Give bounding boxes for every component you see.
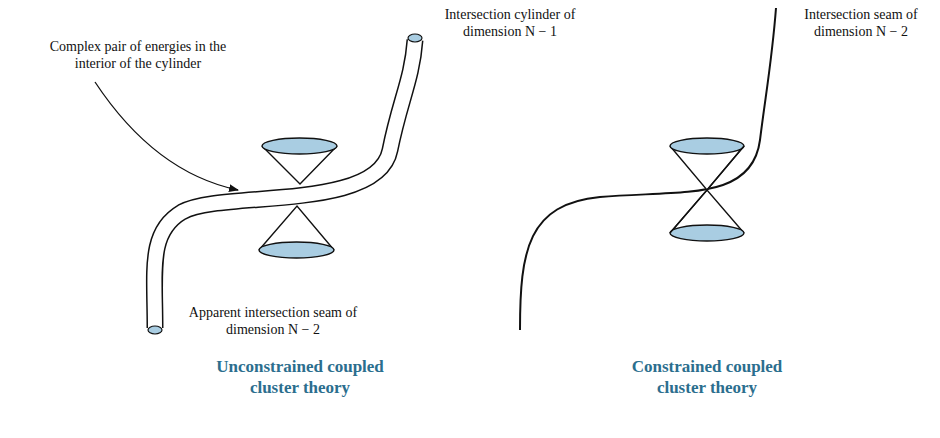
- annotation: Intersection seam of dimension N − 2: [786, 6, 936, 40]
- annotation: Apparent intersection seam of dimension …: [168, 304, 378, 338]
- panel-title: Unconstrained coupled cluster theory: [200, 356, 400, 398]
- panel-title: Constrained coupled cluster theory: [607, 356, 807, 398]
- annotation: Intersection cylinder of dimension N − 1: [430, 6, 590, 40]
- annotation: Complex pair of energies in the interior…: [38, 38, 238, 72]
- leader-arrow: [95, 82, 238, 190]
- cone-pair: [259, 138, 337, 258]
- intersection-seam: [520, 8, 776, 330]
- intersection-cylinder: [148, 34, 422, 334]
- cone-pair: [670, 138, 744, 241]
